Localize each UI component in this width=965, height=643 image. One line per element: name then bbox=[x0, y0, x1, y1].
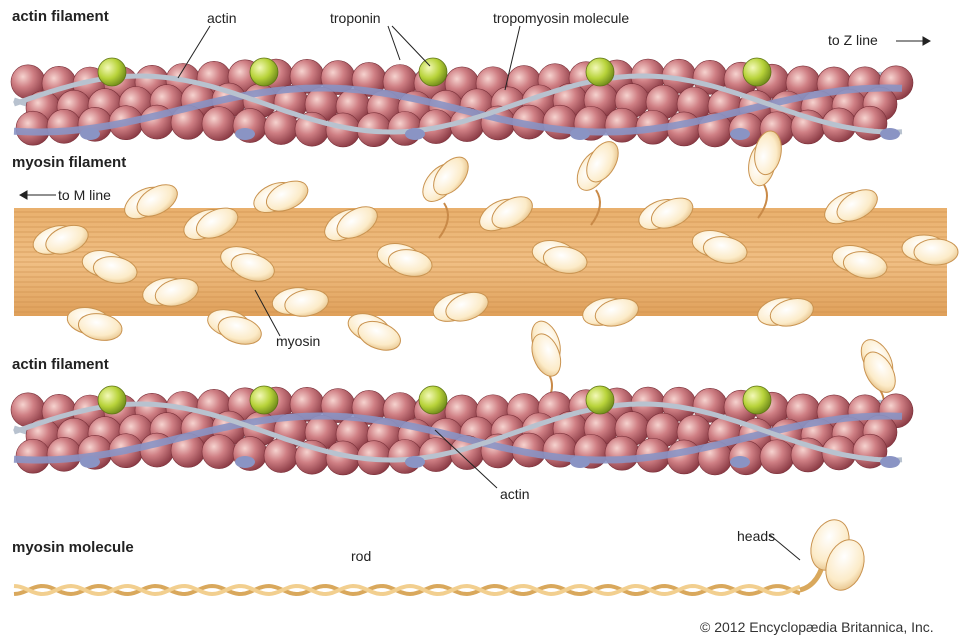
troponin-sphere bbox=[250, 58, 278, 86]
myosin-head bbox=[571, 134, 625, 197]
troponin-sphere bbox=[419, 386, 447, 414]
troponin-sphere bbox=[586, 58, 614, 86]
rod-label: rod bbox=[351, 548, 371, 564]
actin-bead bbox=[202, 435, 236, 469]
troponin-sphere bbox=[98, 386, 126, 414]
tropomyosin-label: tropomyosin molecule bbox=[493, 10, 629, 26]
actin-bead bbox=[47, 109, 81, 143]
actin-filament-top bbox=[11, 58, 913, 147]
actin-bead bbox=[47, 437, 81, 471]
actin-bead bbox=[605, 436, 639, 470]
tropomyosin-end bbox=[570, 128, 590, 140]
tropomyosin-end bbox=[235, 456, 255, 468]
troponin-sphere bbox=[419, 58, 447, 86]
myosin-filament-label: myosin filament bbox=[12, 155, 126, 171]
myosin-molecule-illustration bbox=[14, 514, 871, 595]
tropomyosin-end bbox=[730, 128, 750, 140]
actin-top-label: actin bbox=[207, 10, 237, 26]
to-z-line-label: to Z line bbox=[828, 32, 878, 48]
myosin-molecule-label: myosin molecule bbox=[12, 540, 134, 556]
troponin-sphere bbox=[98, 58, 126, 86]
tropomyosin-end bbox=[80, 456, 100, 468]
myosin-head bbox=[522, 317, 569, 380]
troponin-label: troponin bbox=[330, 10, 381, 26]
tropomyosin-end bbox=[405, 456, 425, 468]
tropomyosin-end bbox=[570, 456, 590, 468]
troponin-sphere bbox=[743, 386, 771, 414]
myosin-filament-illustration bbox=[14, 128, 958, 425]
actin-bead bbox=[202, 107, 236, 141]
heads-label: heads bbox=[737, 528, 775, 544]
actin-filament-top-label: actin filament bbox=[12, 9, 109, 25]
tropomyosin-end bbox=[880, 128, 900, 140]
actin-filament-bottom-label: actin filament bbox=[12, 357, 109, 373]
actin-bead bbox=[605, 108, 639, 142]
tropomyosin-end bbox=[880, 456, 900, 468]
myosin-label: myosin bbox=[276, 333, 320, 349]
tropomyosin-end bbox=[235, 128, 255, 140]
troponin-sphere bbox=[743, 58, 771, 86]
myosin-head bbox=[416, 148, 475, 210]
tropomyosin-end bbox=[730, 456, 750, 468]
troponin-sphere bbox=[586, 386, 614, 414]
actin-bead bbox=[760, 440, 794, 474]
to-m-line-label: to M line bbox=[58, 187, 111, 203]
tropomyosin-end bbox=[80, 128, 100, 140]
actin-filament-bottom bbox=[11, 386, 913, 475]
tropomyosin-end bbox=[405, 128, 425, 140]
copyright-text: © 2012 Encyclopædia Britannica, Inc. bbox=[700, 619, 934, 635]
troponin-sphere bbox=[250, 386, 278, 414]
actin-bottom-label: actin bbox=[500, 486, 530, 502]
myosin-head bbox=[851, 334, 905, 397]
